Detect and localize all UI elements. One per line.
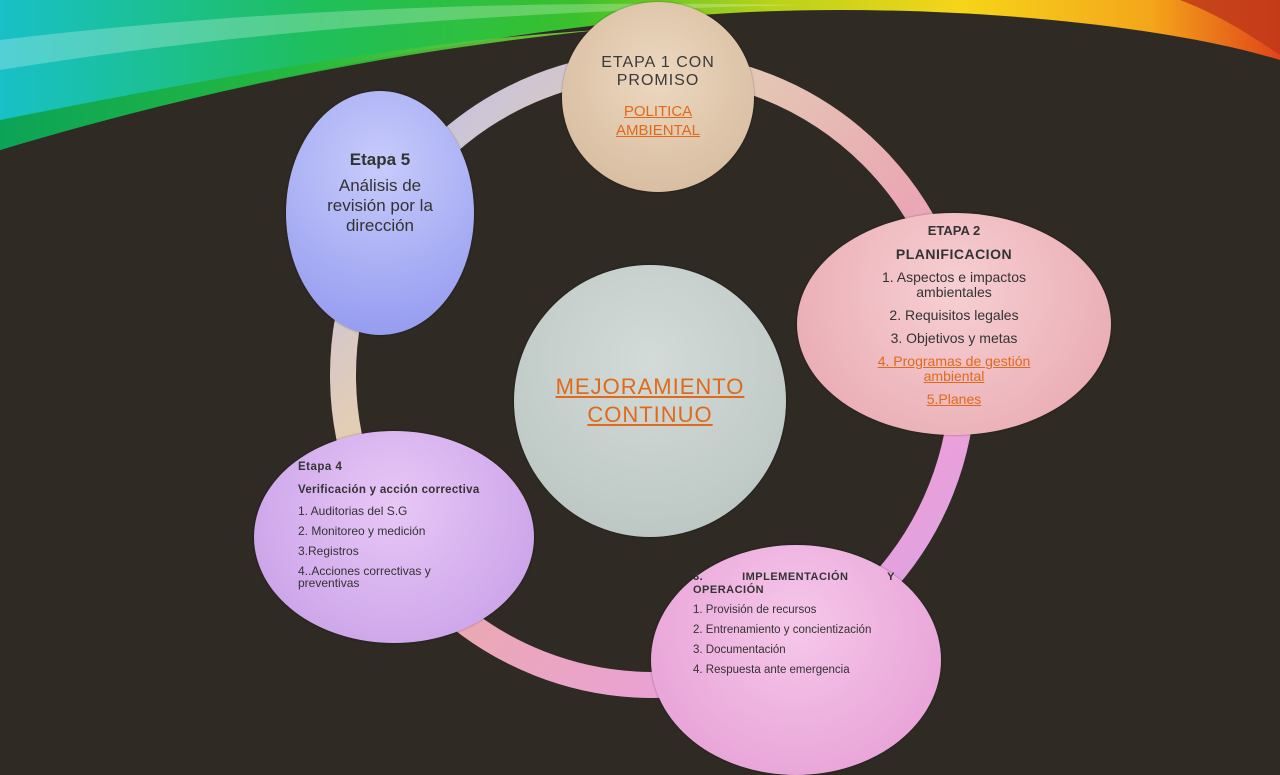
stage-4-heading: Etapa 4	[298, 461, 343, 473]
stage-3-item: 4. Respuesta ante emergencia	[693, 664, 850, 676]
stage-1-node: ETAPA 1 CONPROMISO POLITICA AMBIENTAL	[562, 2, 754, 192]
stage-4-item: 2. Monitoreo y medición	[298, 524, 426, 538]
stage-4-item: 1. Auditorias del S.G	[298, 504, 408, 518]
stage-5-node: Etapa 5 Análisis de revisión por la dire…	[286, 91, 474, 335]
stage-3-item: 1. Provisión de recursos	[693, 604, 817, 616]
stage-4-item: 4..Acciones correctivas y preventivas	[298, 564, 431, 590]
stage-4-subheading: Verificación y acción correctiva	[298, 484, 480, 496]
stage-3-item: 2. Entrenamiento y concientización	[693, 624, 872, 636]
mejoramiento-continuo-link[interactable]: MEJORAMIENTO CONTINUO	[555, 374, 745, 427]
politica-ambiental-link[interactable]: POLITICA AMBIENTAL	[616, 103, 700, 139]
stage-3-heading-cont: OPERACIÓN	[693, 584, 765, 596]
center-node[interactable]: MEJORAMIENTO CONTINUO	[514, 265, 786, 537]
programas-gestion-link[interactable]: 4. Programas de gestión ambiental	[877, 353, 1031, 384]
stage-3-node: 3. IMPLEMENTACIÓN Y OPERACIÓN 1. Provisi…	[651, 545, 941, 775]
stage-4-node: Etapa 4 Verificación y acción correctiva…	[254, 431, 534, 643]
stage-2-item: 2. Requisitos legales	[889, 307, 1019, 323]
stage-2-item: 1. Aspectos e impactos ambientales	[882, 269, 1026, 300]
stage-1-heading: ETAPA 1 CONPROMISO	[601, 54, 715, 89]
stage-3-heading: 3. IMPLEMENTACIÓN Y	[693, 571, 895, 583]
stage-5-text: Análisis de revisión por la dirección	[327, 176, 433, 235]
stage-3-item: 3. Documentación	[693, 644, 786, 656]
stage-2-heading: ETAPA 2	[927, 223, 981, 238]
stage-2-node: ETAPA 2 PLANIFICACION 1. Aspectos e impa…	[797, 213, 1111, 435]
planes-link[interactable]: 5.Planes	[926, 391, 982, 407]
stage-5-heading: Etapa 5	[349, 150, 411, 169]
stage-2-subheading: PLANIFICACION	[895, 246, 1013, 262]
stage-2-item: 3. Objetivos y metas	[890, 330, 1018, 346]
stage-4-item: 3.Registros	[298, 544, 359, 558]
decorative-swoosh	[0, 0, 1280, 150]
